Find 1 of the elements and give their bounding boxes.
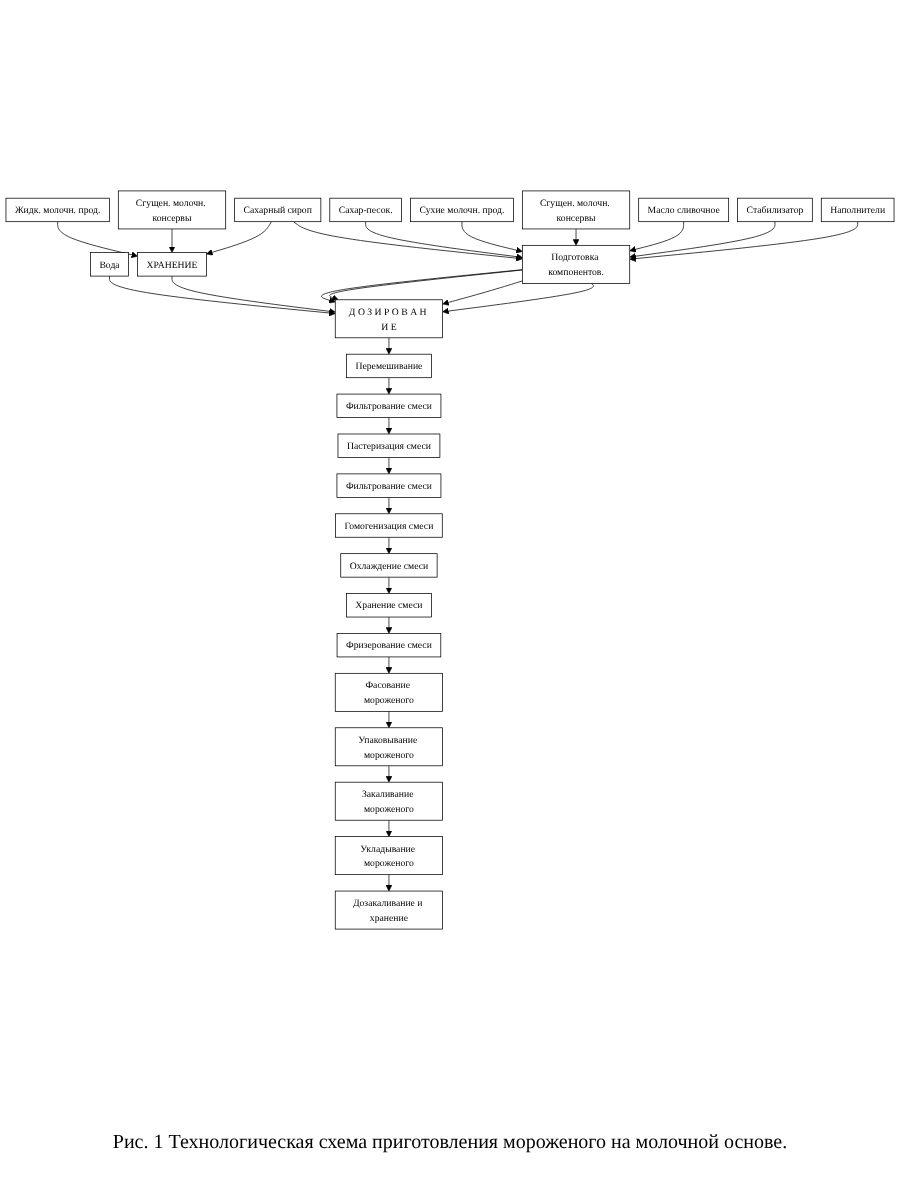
caption: Рис. 1 Технологическая схема приготовления мороженого на молочной основе. xyxy=(110,1132,790,1154)
